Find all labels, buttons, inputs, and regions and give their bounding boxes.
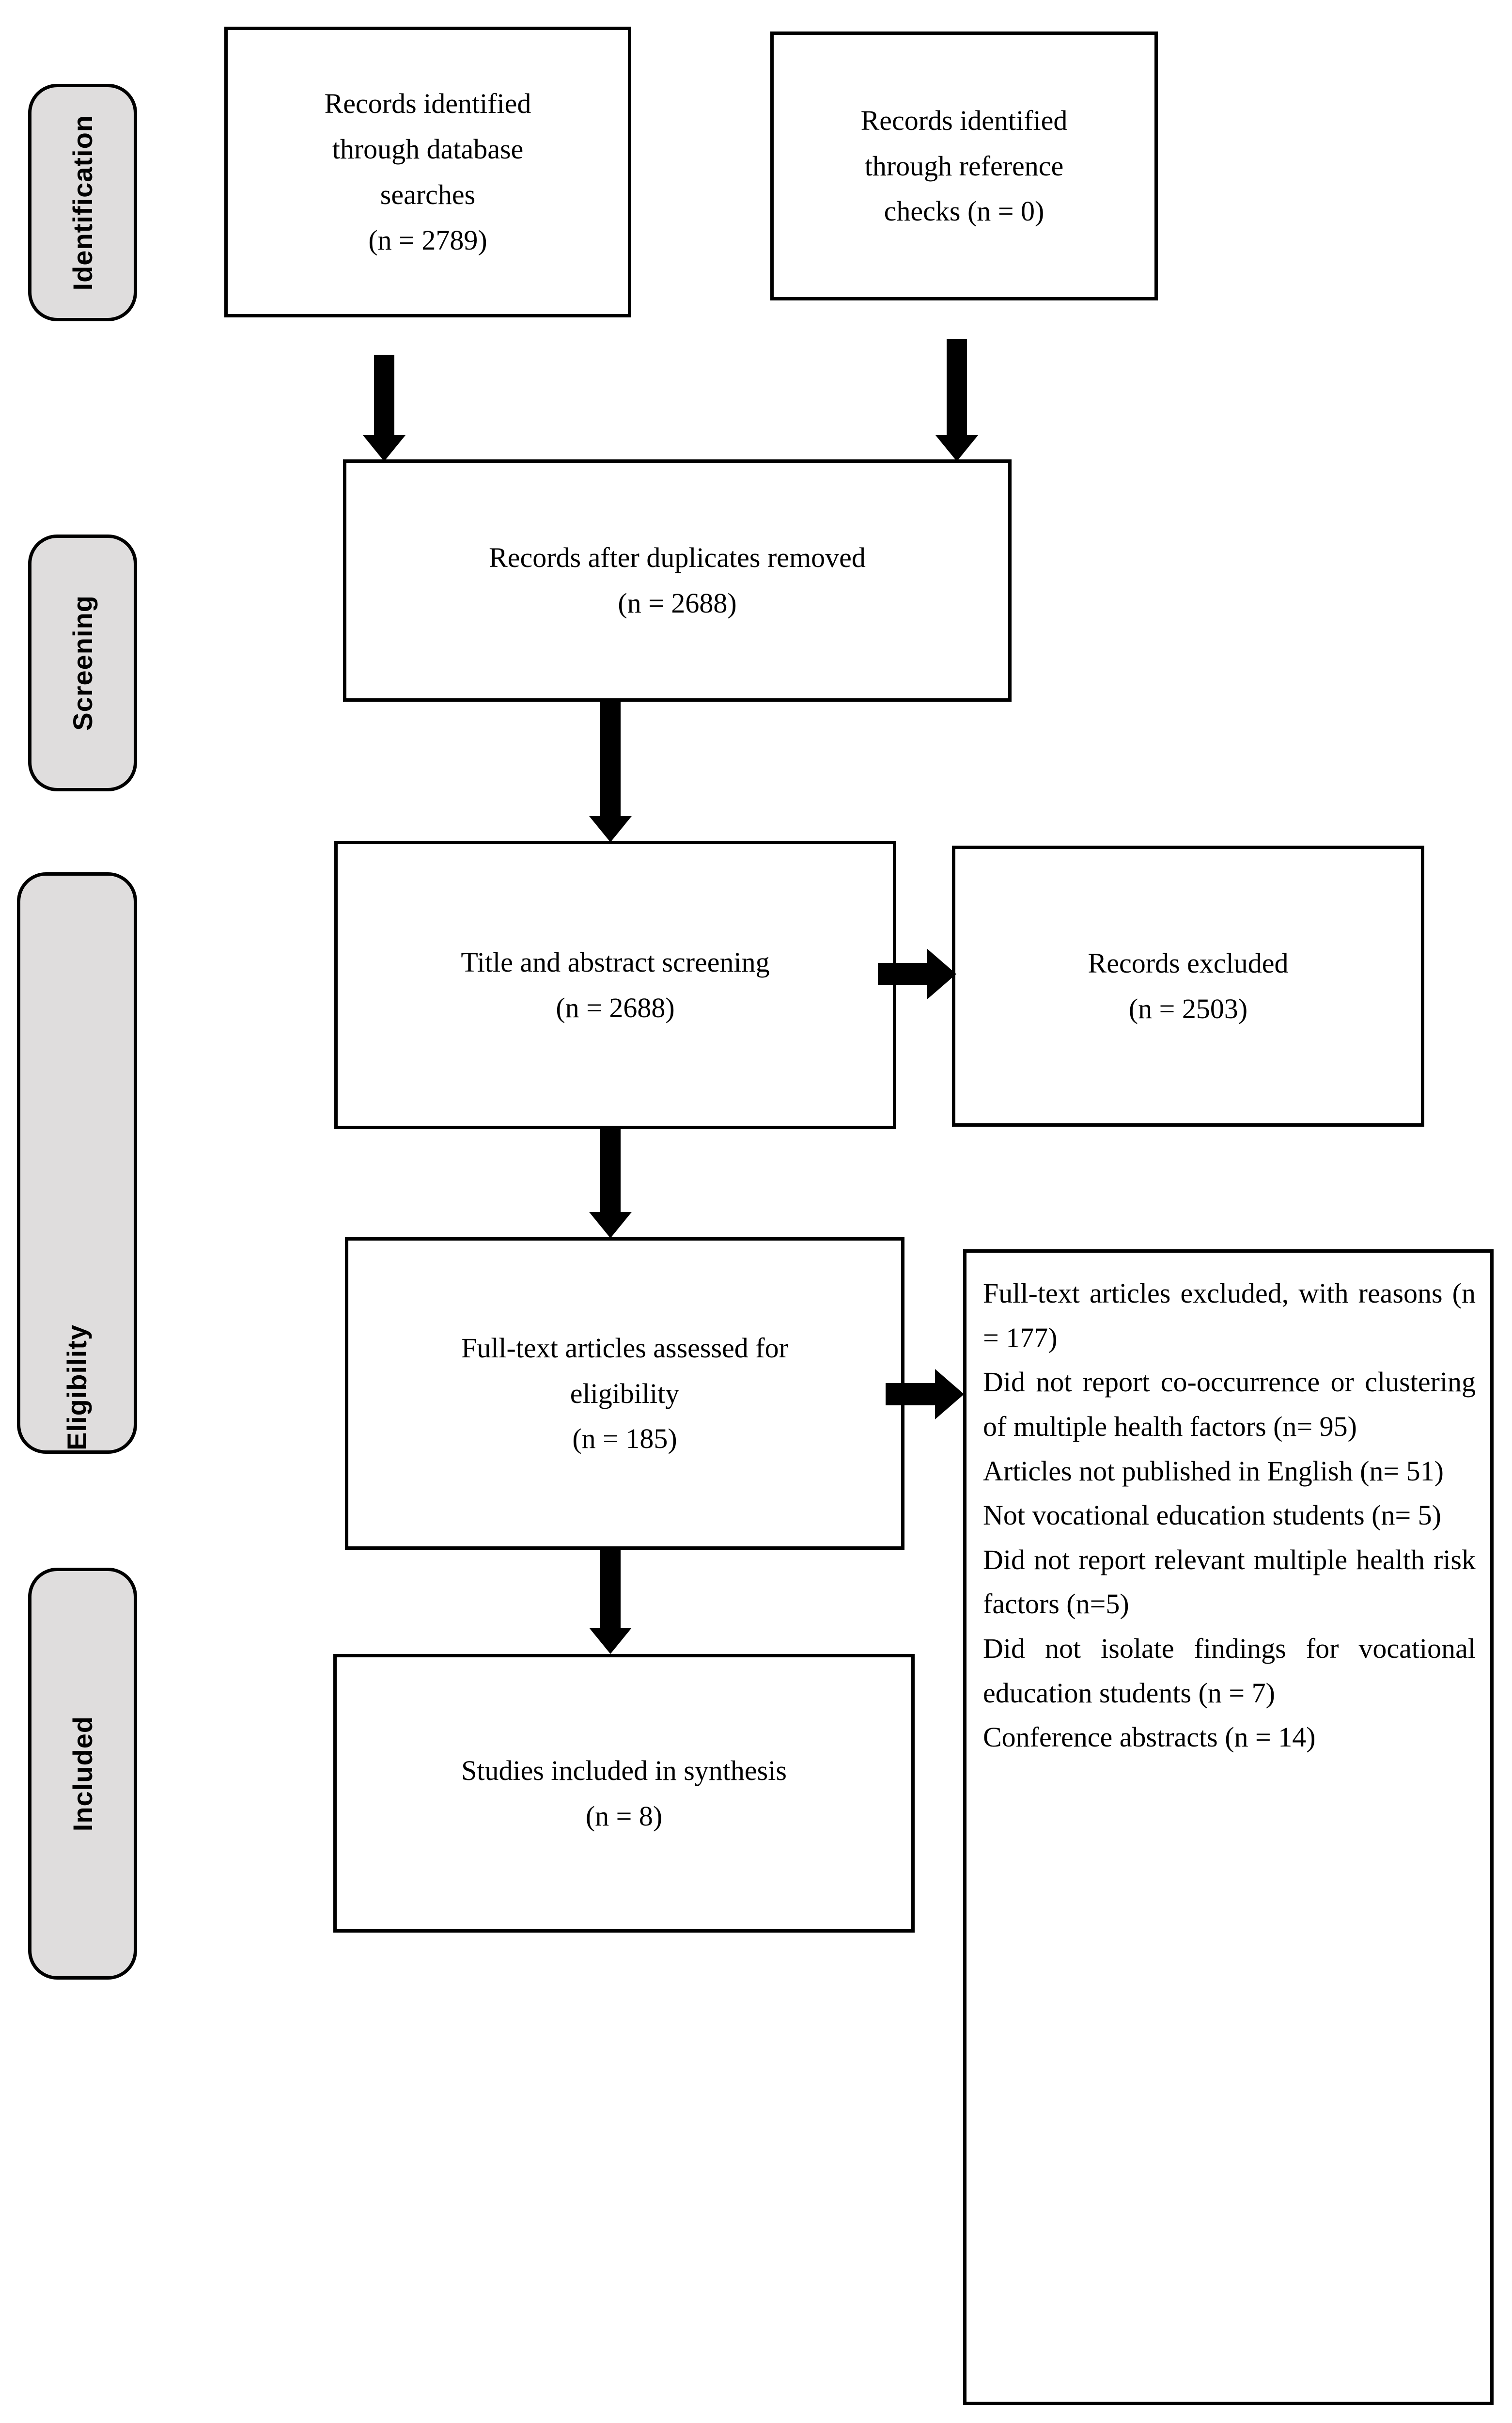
box-records-excluded: Records excluded (n = 2503) — [952, 846, 1424, 1127]
stage-included: Included — [28, 1568, 137, 1980]
stage-identification: Identification — [28, 84, 137, 321]
arrow-shaft — [886, 1383, 939, 1405]
box-fulltext-articles-excluded-with-reasons: Full-text articles excluded, with reason… — [963, 1249, 1494, 2405]
arrow-head — [927, 949, 956, 999]
studies-included-count: (n = 8) — [585, 1800, 663, 1832]
arrow-shaft — [600, 1129, 621, 1212]
arrow-screening-to-fulltext — [589, 1129, 632, 1238]
stage-label-screening: Screening — [67, 595, 98, 731]
arrow-fulltext-to-excluded-reasons — [886, 1368, 964, 1421]
stage-eligibility: Eligibility — [17, 872, 137, 1454]
fulltext-assessed-line-1: Full-text articles assessed for — [461, 1332, 788, 1364]
arrow-fulltext-to-studies-included — [589, 1550, 632, 1654]
box-fulltext-articles-assessed: Full-text articles assessed for eligibil… — [345, 1237, 904, 1550]
arrow-screening-to-records-excluded — [878, 947, 956, 1001]
studies-included-line-1: Studies included in synthesis — [461, 1754, 787, 1786]
database-records-line-2: through database — [332, 133, 524, 165]
arrow-head — [589, 1212, 632, 1238]
stage-screening: Screening — [28, 535, 137, 791]
exclusion-reason-5: Did not isolate findings for vocational … — [983, 1633, 1476, 1709]
arrow-shaft — [600, 1550, 621, 1628]
exclusion-reason-2: Articles not published in English (n= 51… — [983, 1455, 1444, 1487]
duplicates-removed-count: (n = 2688) — [618, 587, 737, 619]
exclusion-reason-3: Not vocational education students (n= 5) — [983, 1499, 1441, 1531]
arrow-shaft — [947, 339, 967, 435]
arrow-database-to-duplicates — [362, 355, 406, 461]
arrow-head — [363, 435, 405, 461]
title-abstract-line-1: Title and abstract screening — [461, 946, 770, 978]
box-records-after-duplicates-removed: Records after duplicates removed (n = 26… — [343, 459, 1012, 702]
arrow-head — [589, 1628, 632, 1654]
fulltext-assessed-count: (n = 185) — [572, 1423, 677, 1455]
stage-label-included: Included — [67, 1715, 98, 1832]
exclusion-reason-1: Did not report co-occurrence or clusteri… — [983, 1366, 1476, 1442]
database-records-count: (n = 2789) — [368, 224, 487, 256]
database-records-line-3: searches — [380, 179, 476, 210]
stage-label-identification: Identification — [67, 114, 98, 291]
records-excluded-line-1: Records excluded — [1088, 947, 1289, 979]
exclusion-reason-4: Did not report relevant multiple health … — [983, 1543, 1476, 1620]
title-abstract-count: (n = 2688) — [556, 991, 675, 1023]
box-records-identified-database: Records identified through database sear… — [224, 27, 631, 317]
box-records-identified-reference: Records identified through reference che… — [770, 31, 1158, 300]
box-title-abstract-screening: Title and abstract screening (n = 2688) — [334, 841, 896, 1129]
records-excluded-count: (n = 2503) — [1128, 993, 1248, 1024]
reference-records-count: checks (n = 0) — [884, 195, 1044, 227]
arrow-head — [935, 435, 978, 461]
arrow-duplicates-to-screening — [589, 702, 632, 842]
database-records-line-1: Records identified — [324, 88, 531, 120]
reference-records-line-2: through reference — [864, 150, 1064, 182]
arrow-head — [935, 1369, 964, 1419]
exclusion-heading: Full-text articles excluded, with reason… — [983, 1277, 1476, 1353]
arrow-head — [589, 816, 632, 842]
duplicates-removed-line-1: Records after duplicates removed — [489, 542, 866, 574]
exclusion-reason-6: Conference abstracts (n = 14) — [983, 1721, 1316, 1753]
box-studies-included-in-synthesis: Studies included in synthesis (n = 8) — [333, 1654, 915, 1933]
stage-label-eligibility: Eligibility — [62, 1324, 92, 1450]
fulltext-assessed-line-2: eligibility — [570, 1377, 680, 1409]
arrow-shaft — [600, 702, 621, 816]
arrow-reference-to-duplicates — [935, 339, 979, 461]
reference-records-line-1: Records identified — [860, 104, 1068, 136]
arrow-shaft — [374, 355, 394, 435]
arrow-shaft — [878, 963, 931, 985]
